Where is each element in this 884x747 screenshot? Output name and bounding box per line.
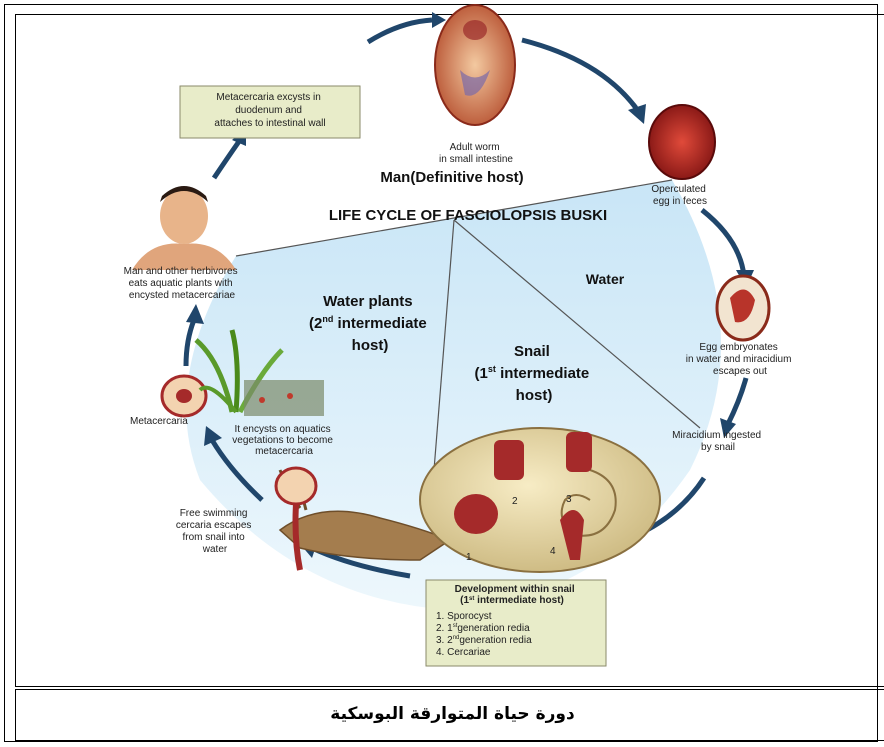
metacercaria-detail: [176, 389, 192, 403]
development-list-item: 3. 2ndgeneration redia: [436, 635, 532, 646]
cycle-arrow: [368, 20, 432, 42]
free-swimming-label: Free swimming cercaria escapes from snai…: [176, 508, 254, 555]
cycle-arrow: [728, 378, 746, 424]
snail-stage-number: 4: [550, 546, 556, 557]
caption-cell: دورة حياة المتوارقة البوسكية: [15, 689, 884, 741]
metacercaria-label: Metacercaria: [130, 416, 188, 427]
definitive-host-label: Man(Definitive host): [380, 169, 523, 186]
arrowhead: [186, 304, 204, 324]
snail-stage-number: 3: [566, 494, 572, 505]
cycle-arrow: [214, 140, 240, 178]
worm-detail: [463, 20, 487, 40]
man-herbivores-label: Man and other herbivores eats aquatic pl…: [124, 266, 241, 301]
adult-worm-label: Adult worm in small intestine: [439, 142, 513, 165]
man-illustration: [132, 186, 236, 270]
snail-stage-number: 2: [512, 496, 518, 507]
water-label: Water: [586, 271, 625, 287]
arrowhead: [628, 104, 646, 124]
development-list-item: 2. 1stgeneration redia: [436, 623, 530, 634]
egg-illustration: [649, 105, 715, 179]
snail-stage-number: 1: [466, 552, 472, 563]
figure-caption: دورة حياة المتوارقة البوسكية: [16, 704, 884, 724]
development-list-item: 4. Cercariae: [436, 647, 491, 658]
diagram-title: LIFE CYCLE OF FASCIOLOPSIS BUSKI: [329, 207, 607, 224]
development-list-item: 1. Sporocyst: [436, 611, 492, 622]
life-cycle-diagram: 1 2 3 4 Metacercaria excysts in duodenum…: [0, 0, 884, 690]
cycle-arrow: [522, 40, 636, 108]
operculated-egg-label: Operculated egg in feces: [651, 184, 708, 207]
